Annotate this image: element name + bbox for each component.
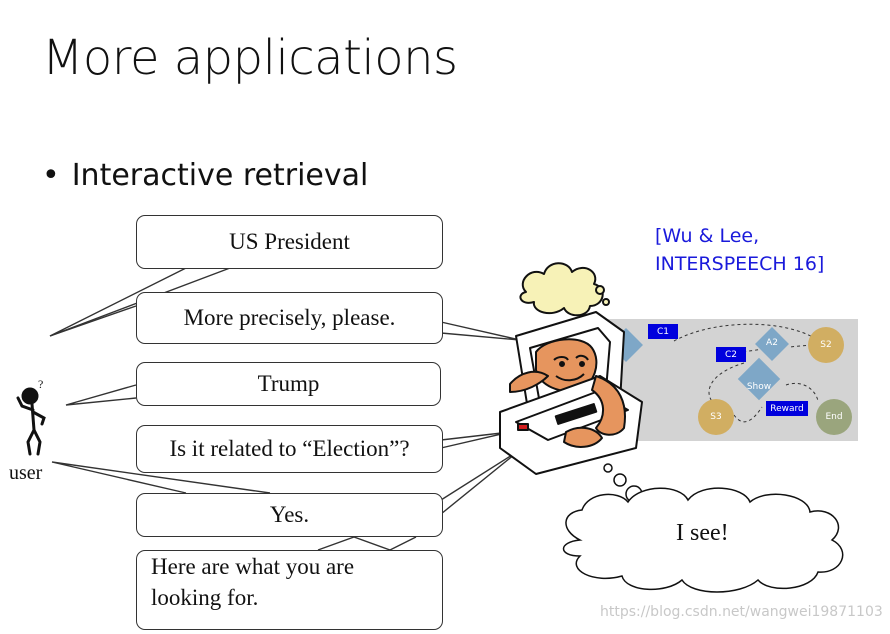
citation-line2: INTERSPEECH 16]: [655, 253, 825, 275]
graph-node-s3: S3: [698, 399, 734, 435]
graph-node-a2-label: A2: [766, 338, 778, 348]
bubble-more-precisely: More precisely, please.: [136, 292, 443, 344]
bubble-us-president: US President: [136, 215, 443, 269]
user-figure-icon: ?: [16, 378, 46, 456]
svg-text:?: ?: [38, 378, 43, 391]
bubble-yes: Yes.: [136, 493, 443, 537]
citation: [Wu & Lee, INTERSPEECH 16]: [655, 222, 824, 278]
bullet-text: Interactive retrieval: [71, 158, 369, 193]
graph-node-c1: C1: [648, 324, 678, 339]
graph-node-c2: C2: [716, 347, 746, 362]
citation-line1: [Wu & Lee,: [655, 225, 760, 247]
user-label: user: [9, 462, 43, 484]
bubble-election: Is it related to “Election”?: [136, 425, 443, 473]
watermark: https://blog.csdn.net/wangwei19871103: [600, 604, 883, 620]
dialogue-state-graph: C1 C2 A2 S2 Show Reward S3 End: [604, 319, 858, 441]
thought-text: I see!: [676, 520, 729, 546]
graph-node-end: End: [816, 399, 852, 435]
bubble-text-line1: Here are what you are: [151, 554, 355, 579]
bullet-item: • Interactive retrieval: [42, 158, 368, 193]
bubble-here-are: Here are what you are looking for.: [136, 550, 443, 630]
graph-node-s2: S2: [808, 327, 844, 363]
graph-node-show-label: Show: [746, 382, 772, 392]
graph-node-reward: Reward: [766, 401, 808, 416]
bubble-text: Trump: [257, 371, 320, 396]
slide-title: More applications: [42, 30, 458, 86]
bubble-text: Is it related to “Election”?: [169, 436, 410, 461]
bubble-text: Yes.: [269, 502, 310, 527]
bubble-text: US President: [229, 229, 350, 254]
computer-clipart-icon: [499, 262, 643, 475]
thought-cloud: [562, 463, 844, 593]
bubble-text-line2: looking for.: [151, 585, 259, 610]
bubble-text: More precisely, please.: [183, 305, 396, 330]
bubble-trump: Trump: [136, 362, 441, 406]
bullet-dot: •: [42, 158, 60, 193]
